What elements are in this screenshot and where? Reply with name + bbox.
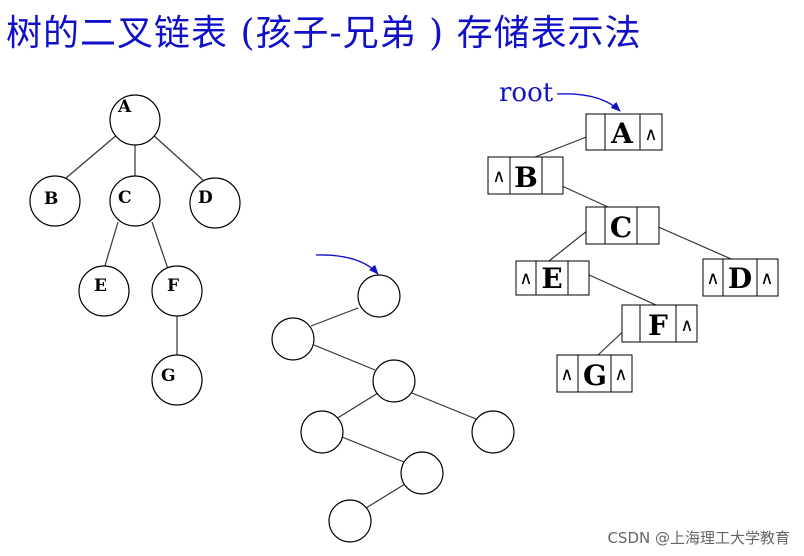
node-f-label: F — [648, 309, 668, 342]
tree-label-d: D — [198, 188, 213, 208]
tree-edge-a-b — [65, 133, 119, 179]
node-a-sibling-null: ∧ — [644, 124, 657, 145]
link-e-f — [577, 269, 657, 306]
node-d-label: D — [728, 262, 752, 295]
bin-node-4 — [300, 410, 344, 454]
linked-node-d: ∧ D ∧ — [702, 258, 779, 297]
tree-edge-c-e — [103, 221, 119, 270]
tree-label-f: F — [167, 276, 179, 296]
node-e-box — [515, 260, 590, 296]
node-a-box — [585, 113, 663, 151]
slide-title: 树的二叉链表 (孩子-兄弟 ) 存储表示法 — [6, 13, 642, 54]
link-a-b — [529, 135, 590, 160]
tree-node-f — [151, 265, 203, 317]
tree-label-e: E — [94, 276, 107, 296]
general-tree: A B C D E F G — [29, 94, 241, 406]
linked-representation: root A ∧ ∧ B C — [487, 78, 779, 393]
link-c-e — [548, 226, 593, 262]
bin-node-7 — [328, 499, 372, 543]
root-label: root — [499, 78, 554, 108]
node-d-box — [702, 258, 779, 297]
bin-edge-4 — [411, 392, 477, 420]
tree-node-e — [78, 265, 130, 317]
node-g-box — [556, 354, 633, 393]
node-e-label: E — [541, 262, 562, 295]
binary-tree-shape — [271, 254, 515, 543]
node-e-child-null: ∧ — [519, 268, 532, 289]
bin-node-2 — [271, 317, 315, 361]
bin-edge-6 — [365, 483, 406, 509]
link-c-d — [646, 221, 739, 263]
root-arrow — [556, 93, 621, 112]
linked-node-c: C — [585, 206, 660, 245]
bin-edge-5 — [341, 436, 405, 463]
tree-edge-a-d — [151, 133, 204, 181]
linked-node-e: ∧ E — [515, 260, 590, 296]
node-c-label: C — [610, 211, 632, 244]
tree-label-a: A — [117, 97, 132, 117]
linked-node-b: ∧ B — [487, 156, 564, 195]
root-pointer-arrow — [315, 254, 379, 275]
tree-edge-c-f — [151, 221, 169, 270]
watermark-text: CSDN @上海理工大学教育 — [607, 529, 790, 547]
node-f-box — [621, 304, 698, 343]
tree-label-b: B — [44, 189, 58, 209]
node-b-box — [487, 156, 564, 195]
bin-node-6 — [400, 451, 444, 495]
bin-edge-1 — [310, 307, 359, 327]
node-g-child-null: ∧ — [560, 364, 573, 385]
tree-node-c — [109, 175, 161, 227]
node-b-label: B — [514, 161, 538, 194]
tree-node-g — [151, 354, 203, 406]
tree-label-g: G — [161, 366, 176, 386]
node-a-label: A — [610, 117, 634, 150]
tree-node-d — [189, 177, 241, 229]
node-c-box — [585, 206, 660, 245]
node-d-sibling-null: ∧ — [760, 268, 773, 289]
bin-node-5 — [471, 410, 515, 454]
node-d-child-null: ∧ — [706, 268, 719, 289]
node-g-sibling-null: ∧ — [614, 364, 627, 385]
bin-edge-3 — [335, 392, 379, 420]
node-f-sibling-null: ∧ — [680, 315, 693, 336]
tree-node-a — [109, 94, 161, 146]
bin-edge-2 — [313, 344, 376, 371]
node-b-child-null: ∧ — [492, 166, 505, 187]
bin-node-3 — [372, 359, 416, 403]
tree-label-c: C — [118, 188, 132, 208]
node-g-label: G — [583, 359, 607, 392]
linked-node-f: F ∧ — [621, 304, 698, 343]
bin-node-1 — [357, 274, 401, 318]
linked-node-a: A ∧ — [585, 113, 663, 151]
linked-node-g: ∧ G ∧ — [556, 354, 633, 393]
tree-node-b — [29, 175, 81, 227]
